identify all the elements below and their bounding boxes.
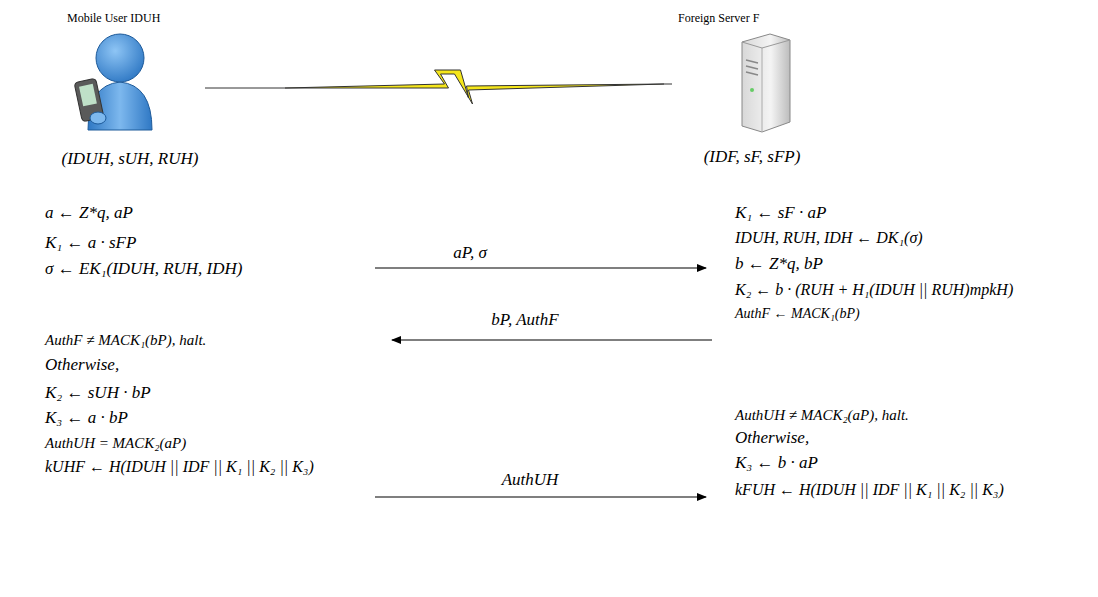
message-arrow <box>375 496 706 497</box>
protocol-step: Otherwise, <box>735 429 809 448</box>
protocol-step: K₂ ← sUH · bP <box>45 384 151 403</box>
user-icon <box>74 34 152 130</box>
message-label: bP, AuthF <box>489 311 560 330</box>
party-name: Mobile User IDUH <box>67 12 160 25</box>
message-arrow <box>375 267 706 268</box>
wireless-link <box>205 70 672 104</box>
protocol-step: Otherwise, <box>45 356 119 375</box>
protocol-step: IDUH, RUH, IDH ← DK₁(σ) <box>735 229 923 247</box>
protocol-step: K₃ ← b · aP <box>735 454 818 473</box>
protocol-step: kFUH ← H(IDUH || IDF || K₁ || K₂ || K₃) <box>735 481 1004 499</box>
message-label: aP, σ <box>451 244 489 263</box>
protocol-step: AuthUH = MACK₂(aP) <box>45 435 186 452</box>
party-keys: (IDF, sF, sFP) <box>704 148 801 167</box>
protocol-step: K₃ ← a · bP <box>45 409 128 428</box>
party-name: Foreign Server F <box>678 12 759 25</box>
protocol-step: K₁ ← sF · aP <box>735 204 826 223</box>
protocol-step: AuthUH ≠ MACK₂(aP), halt. <box>735 407 909 424</box>
protocol-step: σ ← EK₁(IDUH, RUH, IDH) <box>45 260 242 279</box>
message-label: AuthUH <box>500 471 561 490</box>
message-arrow <box>392 339 712 340</box>
party-node: Foreign Server F (IDF, sF, sFP) <box>672 10 832 170</box>
protocol-step: kUHF ← H(IDUH || IDF || K₁ || K₂ || K₃) <box>45 458 314 476</box>
protocol-step: K₂ ← b · (RUH + H₁(IDUH || RUH)mpkH) <box>735 281 1013 299</box>
protocol-step: AuthF ← MACK₁(bP) <box>735 306 860 321</box>
protocol-step: AuthF ≠ MACK₁(bP), halt. <box>45 332 206 349</box>
party-node: Mobile User IDUH (IDUH, sUH, RUH) <box>55 10 205 170</box>
protocol-step: b ← Z*q, bP <box>735 255 823 274</box>
protocol-step: K₁ ← a · sFP <box>45 234 136 253</box>
party-keys: (IDUH, sUH, RUH) <box>62 150 199 169</box>
server-icon <box>742 34 790 132</box>
protocol-step: a ← Z*q, aP <box>45 204 133 223</box>
